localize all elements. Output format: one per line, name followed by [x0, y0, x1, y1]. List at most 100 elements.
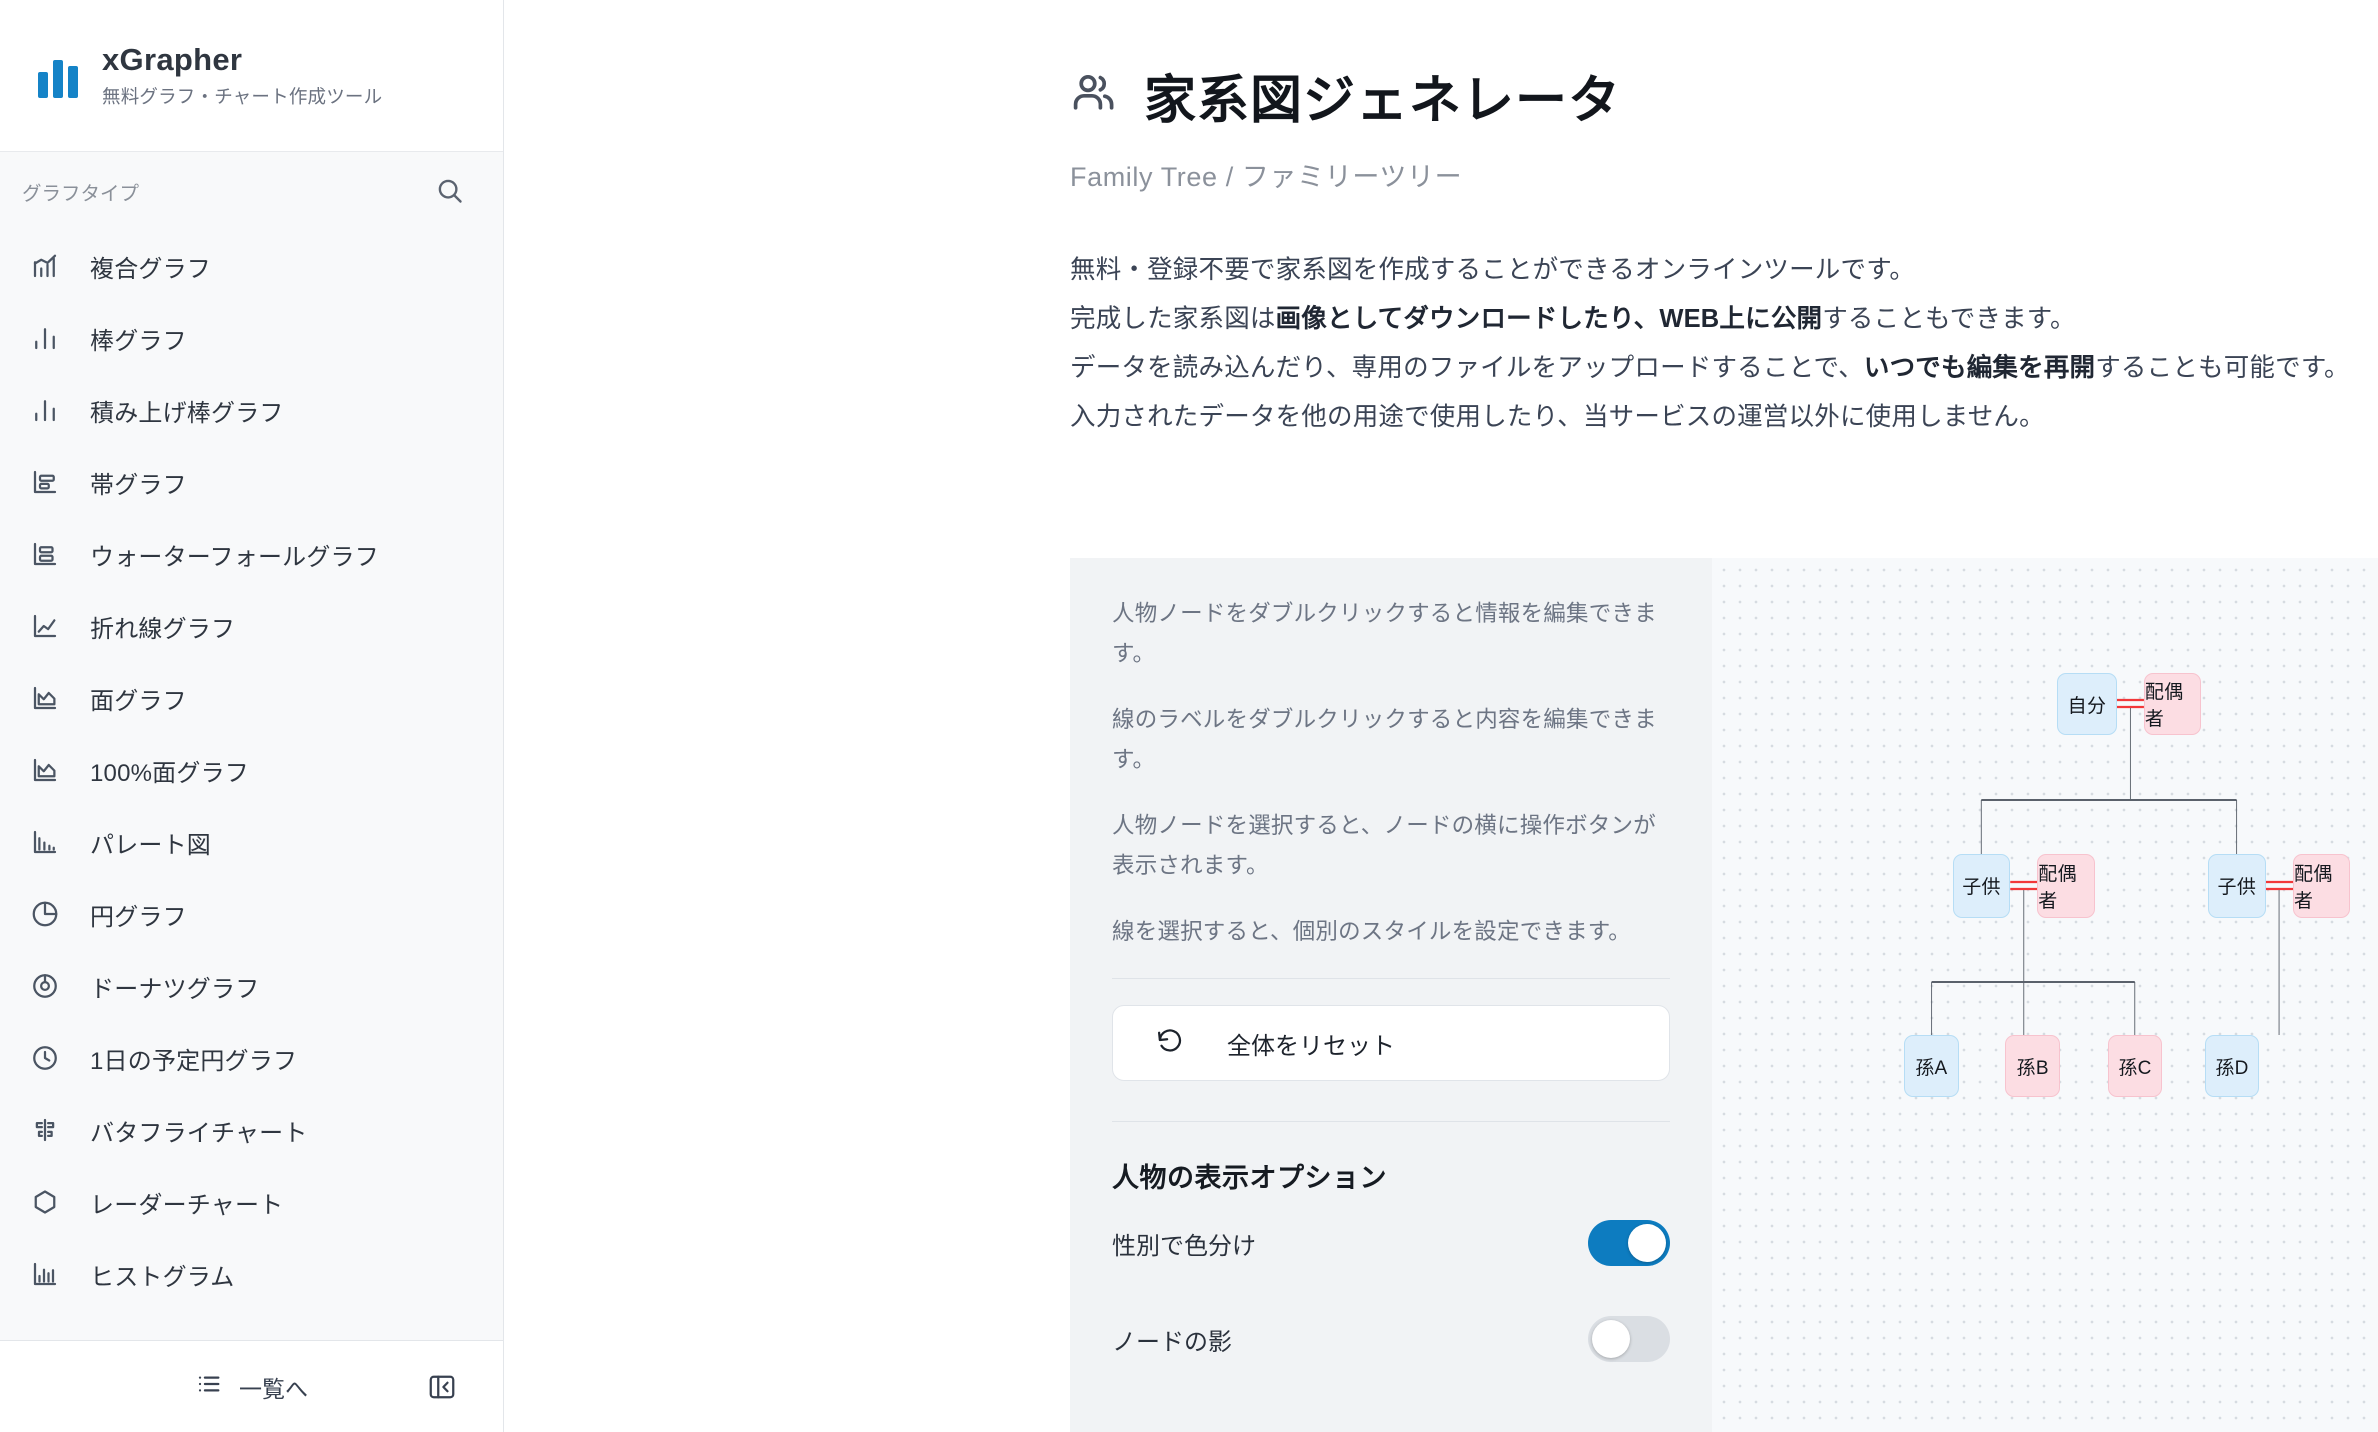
page-subtitle: Family Tree / ファミリーツリー [1070, 162, 1463, 192]
sidebar-item-5[interactable]: ウォーターフォールグラフ [0, 518, 503, 590]
tree-node-child2[interactable]: 子供 [2208, 853, 2266, 918]
sidebar-item-1[interactable]: 複合グラフ [0, 230, 503, 302]
divider-bottom [1112, 1121, 1670, 1122]
brand-subtitle: 無料グラフ・チャート作成ツール [102, 86, 383, 107]
tree-node-spouse2[interactable]: 配偶者 [2293, 853, 2351, 918]
clock-icon [30, 1043, 60, 1073]
display-options-title: 人物の表示オプション [1112, 1163, 1387, 1193]
page-description: 無料・登録不要で家系図を作成することができるオンラインツールです。完成した家系図… [1070, 246, 2378, 442]
hint-4: 線を選択すると、個別のスタイルを設定できます。 [1112, 919, 1631, 944]
butterfly-chart-icon [30, 1115, 60, 1145]
sidebar-item-15[interactable]: ヒストグラム [0, 1238, 503, 1310]
area-chart-icon [30, 683, 60, 713]
tree-node-child1[interactable]: 子供 [1952, 853, 2011, 918]
graph-type-header: グラフタイプ [0, 152, 503, 230]
tree-node-self[interactable]: 自分 [2057, 673, 2117, 735]
tree-node-label: 配偶者 [2038, 863, 2077, 912]
tree-node-label: 配偶者 [2144, 682, 2184, 730]
sidebar-item-label: 帯グラフ [90, 471, 187, 499]
sidebar-item-label: 積み上げ棒グラフ [90, 399, 284, 427]
bar-chart-icon [36, 54, 80, 98]
users-icon [1070, 69, 1118, 122]
hint-1: 人物ノードをダブルクリックすると情報を編集できます。 [1112, 601, 1657, 666]
tree-node-label: 自分 [2067, 695, 2107, 717]
brand-title: xGrapher [102, 42, 243, 77]
sidebar-item-7[interactable]: 面グラフ [0, 662, 503, 734]
sidebar-item-label: レーダーチャート [90, 1191, 284, 1219]
tree-node-spouse0[interactable]: 配偶者 [2143, 673, 2201, 735]
sidebar-item-2[interactable]: 棒グラフ [0, 302, 503, 374]
sidebar-item-11[interactable]: ドーナツグラフ [0, 950, 503, 1022]
tree-node-gcD[interactable]: 孫D [2204, 1035, 2260, 1097]
toggle-switch-1[interactable] [1588, 1220, 1670, 1266]
sidebar: xGrapher 無料グラフ・チャート作成ツール グラフタイプ 複合グラフ棒グラ… [0, 0, 504, 1432]
tree-node-label: 子供 [1962, 877, 2001, 899]
sidebar-item-label: ドーナツグラフ [90, 975, 260, 1003]
pie-chart-icon [30, 899, 60, 929]
toggle-knob [1628, 1224, 1666, 1262]
description-line-4: 入力されたデータを他の用途で使用したり、当サービスの運営以外に使用しません。 [1070, 403, 2045, 431]
undo-icon [1155, 1027, 1185, 1060]
sidebar-item-10[interactable]: 円グラフ [0, 878, 503, 950]
sidebar-item-8[interactable]: 100%面グラフ [0, 734, 503, 806]
tree-node-label: 孫C [2118, 1057, 2152, 1079]
graph-type-label: グラフタイプ [22, 182, 140, 205]
sidebar-item-6[interactable]: 折れ線グラフ [0, 590, 503, 662]
panel-collapse-left-icon[interactable] [425, 1370, 459, 1404]
sidebar-item-label: バタフライチャート [90, 1119, 308, 1147]
combo-chart-icon [30, 251, 60, 281]
main-content: 家系図ジェネレータ Family Tree / ファミリーツリー 無料・登録不要… [504, 0, 2378, 1432]
tree-connectors [1931, 698, 2294, 1035]
tree-node-gcC[interactable]: 孫C [2107, 1035, 2163, 1097]
tree-node-spouse1[interactable]: 配偶者 [2037, 853, 2095, 918]
graph-type-list[interactable]: 複合グラフ棒グラフ積み上げ棒グラフ帯グラフウォーターフォールグラフ折れ線グラフ面… [0, 230, 503, 1340]
sidebar-item-13[interactable]: バタフライチャート [0, 1094, 503, 1166]
list-icon [195, 1370, 223, 1403]
reset-all-label: 全体をリセット [1227, 1032, 1395, 1060]
line-chart-icon [30, 611, 60, 641]
spouse-link-group [2010, 698, 2294, 891]
histogram-icon [30, 1259, 60, 1289]
sidebar-item-3[interactable]: 積み上げ棒グラフ [0, 374, 503, 446]
sidebar-item-label: 面グラフ [90, 687, 187, 715]
sidebar-footer: 一覧へ [0, 1340, 503, 1432]
search-icon[interactable] [433, 174, 467, 208]
pareto-chart-icon [30, 827, 60, 857]
go-to-list-label: 一覧へ [239, 1375, 308, 1402]
option-row-1: 性別で色分け [1112, 1195, 1670, 1291]
option-label: ノードの影 [1112, 1328, 1232, 1356]
page-title: 家系図ジェネレータ [1144, 72, 1622, 130]
go-to-list-link[interactable]: 一覧へ [195, 1370, 308, 1404]
sidebar-item-label: 円グラフ [90, 903, 187, 931]
sidebar-item-label: パレート図 [90, 831, 211, 859]
sidebar-item-label: 1日の予定円グラフ [90, 1047, 298, 1075]
brand-header[interactable]: xGrapher 無料グラフ・チャート作成ツール [0, 0, 503, 152]
tree-node-gcB[interactable]: 孫B [2005, 1035, 2060, 1097]
tree-node-gcA[interactable]: 孫A [1904, 1035, 1959, 1097]
sidebar-item-label: 100%面グラフ [90, 759, 249, 787]
waterfall-chart-icon [30, 539, 60, 569]
percent-area-chart-icon [30, 755, 60, 785]
sidebar-item-label: 折れ線グラフ [90, 615, 236, 643]
sidebar-item-4[interactable]: 帯グラフ [0, 446, 503, 518]
tree-node-label: 孫A [1915, 1057, 1948, 1079]
sidebar-item-label: 棒グラフ [90, 327, 187, 355]
sidebar-item-label: 複合グラフ [90, 255, 211, 283]
sidebar-item-9[interactable]: パレート図 [0, 806, 503, 878]
donut-chart-icon [30, 971, 60, 1001]
divider-top [1112, 978, 1670, 979]
hint-3: 人物ノードを選択すると、ノードの横に操作ボタンが表示されます。 [1112, 813, 1656, 878]
toggle-knob [1592, 1320, 1630, 1358]
sidebar-item-label: ウォーターフォールグラフ [90, 543, 379, 571]
band-chart-icon [30, 467, 60, 497]
option-row-2: ノードの影 [1112, 1291, 1670, 1387]
toggle-switch-2[interactable] [1588, 1316, 1670, 1362]
toggle-list: 性別で色分けノードの影 [1112, 1195, 1670, 1387]
description-line-3: データを読み込んだり、専用のファイルをアップロードすることで、いつでも編集を再開… [1070, 354, 2350, 382]
sidebar-item-14[interactable]: レーダーチャート [0, 1166, 503, 1238]
description-line-2: 完成した家系図は画像としてダウンロードしたり、WEB上に公開することもできます。 [1070, 305, 2076, 333]
reset-all-button[interactable]: 全体をリセット [1112, 1005, 1670, 1081]
sidebar-item-12[interactable]: 1日の予定円グラフ [0, 1022, 503, 1094]
